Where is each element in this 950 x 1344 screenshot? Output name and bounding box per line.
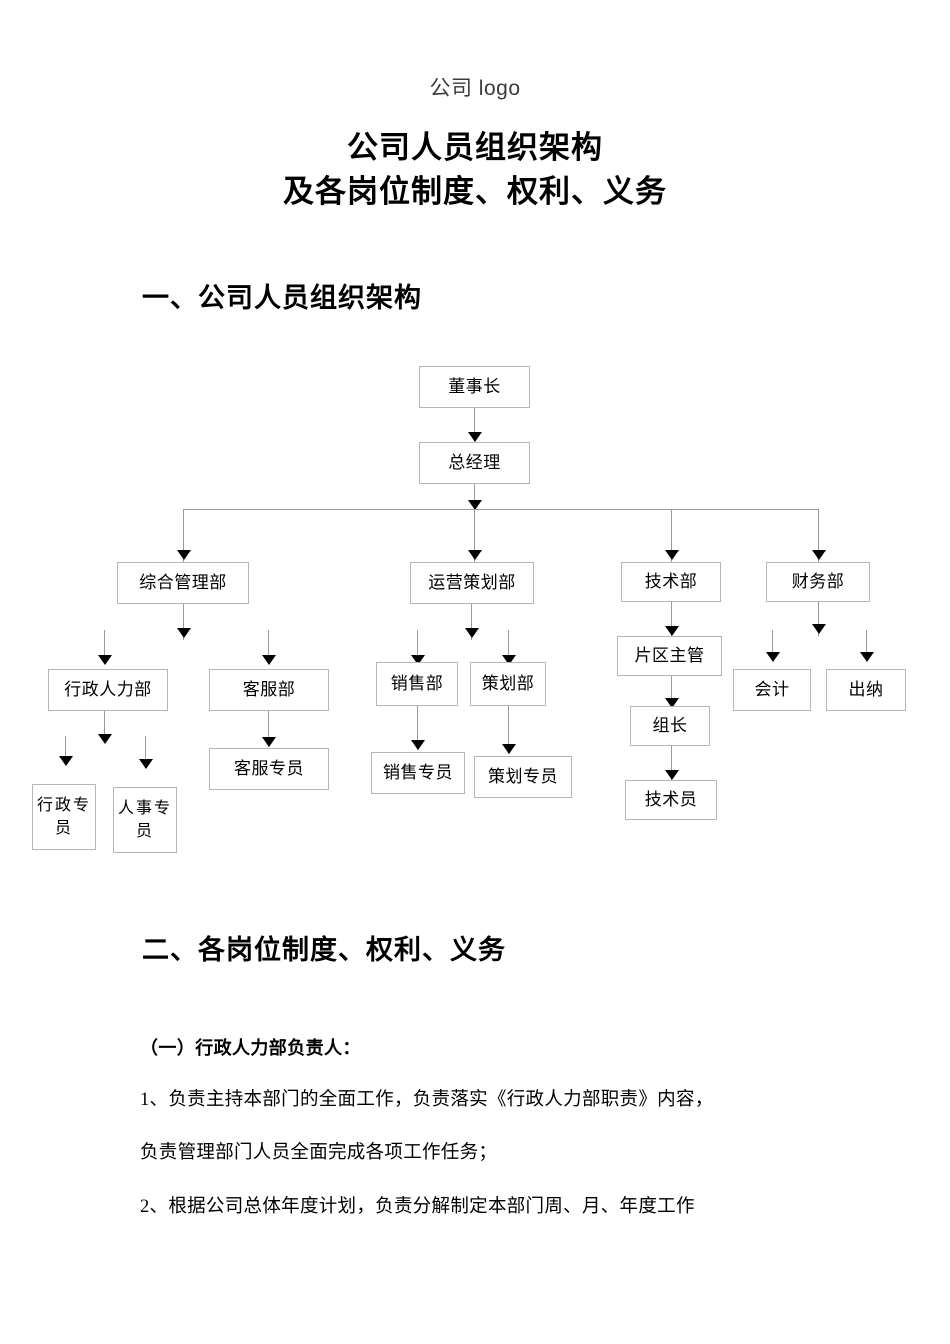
arrow-admin-hr-down <box>98 734 112 744</box>
org-node-sales-specialist: 销售专员 <box>371 752 465 794</box>
arrow-finance-down <box>812 624 826 634</box>
connector-admin-hr-down <box>104 711 105 743</box>
org-node-planning-specialist: 策划专员 <box>474 756 572 798</box>
connector-customer-service-down <box>268 711 269 747</box>
org-node-sales-dept: 销售部 <box>376 662 458 706</box>
connector-gm-down <box>474 484 475 512</box>
org-node-hr-specialist: 人事专员 <box>113 787 177 853</box>
connector-bus-to-dept-1 <box>183 509 184 562</box>
connector-bus-to-dept-2 <box>474 509 475 562</box>
connector-chairman-to-gm <box>474 408 475 442</box>
arrow-to-planning-dept <box>502 655 516 665</box>
connector-bus-to-dept-3 <box>671 509 672 562</box>
connector-to-accountant <box>772 630 773 660</box>
org-node-department-3: 财务部 <box>766 562 870 602</box>
arrow-area-supervisor-to-team-leader <box>665 698 679 708</box>
company-logo-placeholder: 公司 logo <box>429 77 521 100</box>
arrow-tech-to-area-supervisor <box>665 626 679 636</box>
arrow-operations-down <box>465 628 479 638</box>
connector-bus-to-dept-4 <box>818 509 819 562</box>
connector-planning-to-specialist <box>508 706 509 754</box>
connector-sales-to-specialist <box>417 706 418 750</box>
org-node-area-supervisor: 片区主管 <box>617 636 722 676</box>
arrow-customer-service-down <box>262 737 276 747</box>
org-node-admin-specialist: 行政专员 <box>32 784 96 850</box>
connector-to-customer-service <box>268 630 269 662</box>
connector-tech-to-area-supervisor <box>671 602 672 636</box>
document-title: 公司人员组织架构 及各岗位制度、权利、义务 <box>0 126 950 214</box>
body-paragraph-1-line-2: 负责管理部门人员全面完成各项工作任务； <box>140 1143 498 1163</box>
connector-department-bus <box>183 509 818 510</box>
connector-operations-down <box>471 604 472 640</box>
connector-to-admin-hr <box>104 630 105 662</box>
arrow-general-admin-down <box>177 628 191 638</box>
document-title-line-1: 公司人员组织架构 <box>347 130 603 165</box>
arrow-bus-to-dept-3 <box>665 550 679 560</box>
arrow-to-sales-dept <box>411 655 425 665</box>
arrow-bus-to-dept-1 <box>177 550 191 560</box>
document-title-line-2: 及各岗位制度、权利、义务 <box>283 174 667 210</box>
org-node-accountant: 会计 <box>733 669 811 711</box>
connector-to-admin-specialist <box>65 736 66 762</box>
connector-area-supervisor-to-team-leader <box>671 676 672 706</box>
arrow-to-hr-specialist <box>139 759 153 769</box>
body-paragraph-1-line-1: 1、负责主持本部门的全面工作，负责落实《行政人力部职责》内容， <box>140 1090 714 1110</box>
org-node-department-1: 运营策划部 <box>410 562 534 604</box>
organization-chart: 董事长 总经理 综合管理部 运营策划部 技术部 财务部 行政 <box>0 352 950 882</box>
connector-to-cashier <box>866 630 867 660</box>
org-node-customer-service-specialist: 客服专员 <box>209 748 329 790</box>
connector-team-leader-to-technician <box>671 746 672 780</box>
arrow-bus-to-dept-2 <box>468 550 482 560</box>
arrow-chairman-to-gm <box>468 432 482 442</box>
org-node-technician: 技术员 <box>625 780 717 820</box>
connector-to-sales-dept <box>417 630 418 662</box>
arrow-team-leader-to-technician <box>665 770 679 780</box>
org-node-chairman: 董事长 <box>419 366 530 408</box>
arrow-planning-to-specialist <box>502 744 516 754</box>
arrow-gm-down <box>468 500 482 510</box>
connector-general-admin-down <box>183 604 184 640</box>
arrow-to-customer-service <box>262 655 276 665</box>
org-node-general-manager: 总经理 <box>419 442 530 484</box>
arrow-to-admin-specialist <box>59 756 73 766</box>
org-node-department-2: 技术部 <box>621 562 721 602</box>
org-node-team-leader: 组长 <box>630 706 710 746</box>
org-node-planning-dept: 策划部 <box>470 662 546 706</box>
subsection-heading-admin-hr-manager: （一）行政人力部负责人： <box>140 1038 361 1058</box>
arrow-to-admin-hr <box>98 655 112 665</box>
connector-to-hr-specialist <box>145 736 146 765</box>
section-heading-org-structure: 一、公司人员组织架构 <box>142 283 422 313</box>
org-node-cashier: 出纳 <box>826 669 906 711</box>
connector-to-planning-dept <box>508 630 509 662</box>
arrow-to-cashier <box>860 652 874 662</box>
arrow-to-accountant <box>766 652 780 662</box>
org-node-customer-service-dept: 客服部 <box>209 669 329 711</box>
arrow-bus-to-dept-4 <box>812 550 826 560</box>
org-node-admin-hr-dept: 行政人力部 <box>48 669 168 711</box>
body-paragraph-2-line-1: 2、根据公司总体年度计划，负责分解制定本部门周、月、年度工作 <box>140 1197 695 1217</box>
section-heading-position-duties: 二、各岗位制度、权利、义务 <box>142 935 506 965</box>
org-node-department-0: 综合管理部 <box>117 562 249 604</box>
connector-finance-down <box>818 602 819 636</box>
arrow-sales-to-specialist <box>411 740 425 750</box>
